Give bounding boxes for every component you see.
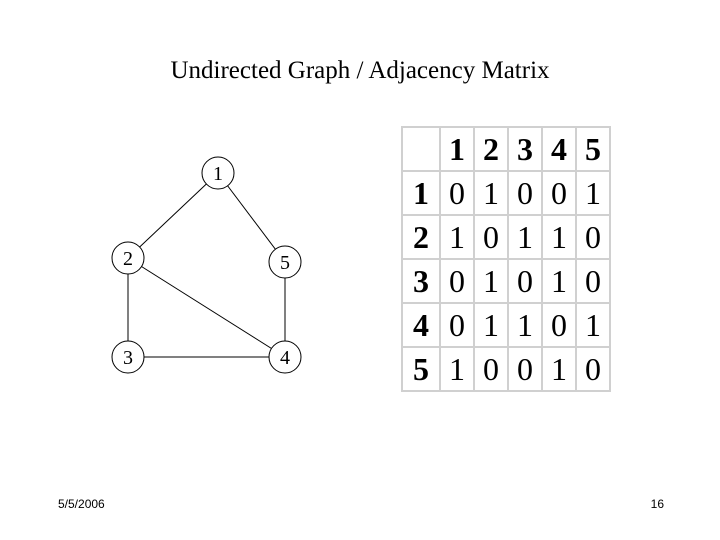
node-label: 1 <box>213 163 223 185</box>
node-label: 3 <box>123 347 133 369</box>
matrix-column-header: 2 <box>473 126 509 172</box>
node-label: 2 <box>123 248 133 270</box>
matrix-column-header: 3 <box>507 126 543 172</box>
node-circle <box>268 340 302 374</box>
node-circle <box>201 156 235 190</box>
graph-node-4: 4 <box>268 340 302 374</box>
graph-node-3: 3 <box>111 340 145 374</box>
node-circle <box>268 245 302 279</box>
graph-node-5: 5 <box>268 245 302 279</box>
matrix-row-header: 4 <box>401 302 441 348</box>
matrix-cell: 1 <box>575 302 611 348</box>
matrix-cell: 0 <box>541 170 577 216</box>
matrix-cell: 0 <box>439 258 475 304</box>
edge-1-2 <box>127 172 219 259</box>
matrix-cell: 1 <box>507 302 543 348</box>
footer-date: 5/5/2006 <box>58 497 105 511</box>
matrix-cell: 0 <box>507 258 543 304</box>
matrix-cell: 0 <box>507 346 543 392</box>
node-circle <box>111 241 145 275</box>
matrix-cell: 0 <box>575 346 611 392</box>
matrix-cell: 1 <box>541 214 577 260</box>
node-label: 4 <box>280 347 290 369</box>
matrix-cell: 1 <box>473 170 509 216</box>
matrix-cell: 0 <box>473 346 509 392</box>
matrix-cell: 0 <box>439 302 475 348</box>
matrix-cell: 0 <box>575 214 611 260</box>
matrix-row-header: 1 <box>401 170 441 216</box>
matrix-column-header: 1 <box>439 126 475 172</box>
slide-title: Undirected Graph / Adjacency Matrix <box>170 57 550 84</box>
graph-node-1: 1 <box>201 156 235 190</box>
matrix-row-header: 3 <box>401 258 441 304</box>
matrix-row-header: 2 <box>401 214 441 260</box>
footer-page-number: 16 <box>650 497 664 511</box>
matrix-cell: 0 <box>439 170 475 216</box>
node-label: 5 <box>280 252 290 274</box>
matrix-cell: 1 <box>541 258 577 304</box>
matrix-cell: 0 <box>575 258 611 304</box>
matrix-corner-cell <box>401 126 441 172</box>
graph-diagram: 1 2 3 4 5 <box>111 156 302 374</box>
matrix-column-header: 5 <box>575 126 611 172</box>
matrix-cell: 1 <box>439 346 475 392</box>
edge-1-5 <box>217 172 286 263</box>
matrix-cell: 1 <box>541 346 577 392</box>
matrix-cell: 1 <box>473 258 509 304</box>
graph-node-2: 2 <box>111 241 145 275</box>
matrix-cell: 0 <box>473 214 509 260</box>
matrix-cell: 1 <box>575 170 611 216</box>
edge-2-4 <box>127 257 286 358</box>
matrix-cell: 1 <box>507 214 543 260</box>
matrix-cell: 0 <box>507 170 543 216</box>
matrix-row-header: 5 <box>401 346 441 392</box>
matrix-cell: 0 <box>541 302 577 348</box>
matrix-cell: 1 <box>473 302 509 348</box>
node-circle <box>111 340 145 374</box>
matrix-cell: 1 <box>439 214 475 260</box>
matrix-column-header: 4 <box>541 126 577 172</box>
